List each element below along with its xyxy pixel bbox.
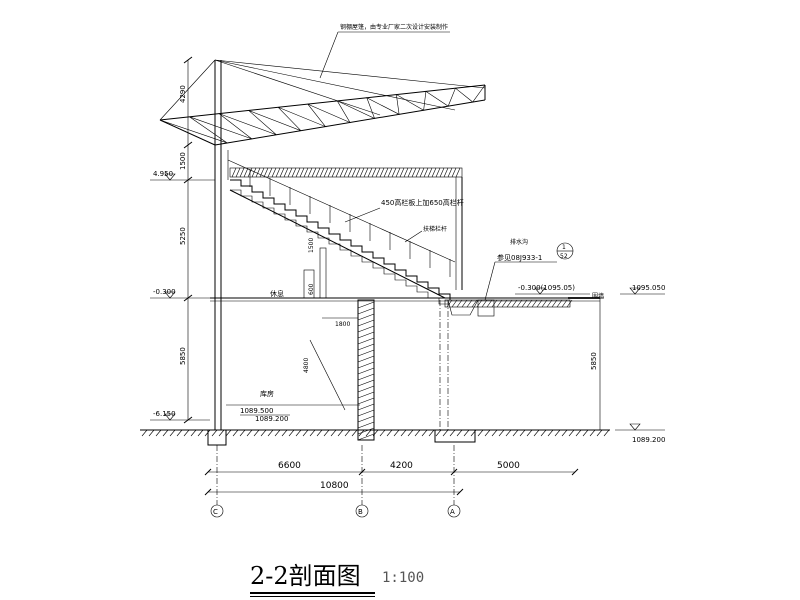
dims-bottom: 6600 4200 5000 10800 xyxy=(204,461,579,496)
grandstand: 450高栏板上加650高栏杆 扶梯栏杆 xyxy=(227,150,464,305)
drain-ref: 参见08J933-1 xyxy=(497,253,542,262)
canopy-note-text: 钢棚屋篷，由专业厂家二次设计安装制作 xyxy=(340,23,448,31)
dim-4290: 4290 xyxy=(179,85,187,103)
drawing-title: 2-2剖面图 xyxy=(250,562,361,590)
dim-4200: 4200 xyxy=(390,461,413,471)
room-upper: 休息 xyxy=(270,289,284,298)
dim-6600: 6600 xyxy=(278,461,301,471)
elev-4950: 4.950 xyxy=(153,170,173,178)
canopy-truss xyxy=(159,59,486,430)
svg-text:600: 600 xyxy=(308,283,315,295)
wall-label: 围墙 xyxy=(592,292,604,300)
axis-c: C xyxy=(213,508,218,516)
elevations-right: -0.300(1095.05) 围墙 1095.050 1089.200 585… xyxy=(515,284,665,444)
title-underline-thin xyxy=(250,596,375,597)
elev-0300: -0.300 xyxy=(153,288,176,296)
axis-b: B xyxy=(358,508,363,516)
axis-markers: C B A xyxy=(210,445,461,518)
canopy-note: 钢棚屋篷，由专业厂家二次设计安装制作 xyxy=(319,23,450,79)
dim-right-5850: 5850 xyxy=(590,352,598,370)
axis-a: A xyxy=(450,508,455,516)
handrail-note: 扶梯栏杆 xyxy=(423,225,447,233)
elev-1089200-right: 1089.200 xyxy=(632,436,665,444)
drain-detail-top: 1 xyxy=(562,244,566,251)
structure: 1800 xyxy=(140,247,610,446)
room-lower: 库房 xyxy=(260,389,274,398)
drain-label: 排水沟 xyxy=(510,238,528,246)
elev-1089200: 1089.200 xyxy=(255,415,288,423)
dim-5000: 5000 xyxy=(497,461,520,471)
dim-5250: 5250 xyxy=(179,227,187,245)
drain-note: 排水沟 1 52 参见08J933-1 xyxy=(484,238,574,301)
drain-detail-bottom: 52 xyxy=(560,253,568,260)
svg-text:4800: 4800 xyxy=(303,358,310,373)
dim-10800: 10800 xyxy=(320,481,349,491)
elev-ground-abs: -0.300(1095.05) xyxy=(518,284,575,292)
drawing-scale: 1:100 xyxy=(382,570,425,586)
dims-left: 4290 1500 5250 5850 xyxy=(179,56,193,424)
svg-text:1500: 1500 xyxy=(308,238,315,253)
svg-text:1800: 1800 xyxy=(335,321,350,328)
dim-1500: 1500 xyxy=(179,152,187,170)
elevations-left: 4.950 -0.300 -6.150 1089.500 1089.200 xyxy=(150,170,290,423)
elev-6150: -6.150 xyxy=(153,410,176,418)
railing-note: 450高栏板上加650高栏杆 xyxy=(381,198,464,207)
title-underline xyxy=(250,592,375,594)
elev-1095050: 1095.050 xyxy=(632,284,665,292)
elev-1089500: 1089.500 xyxy=(240,407,273,415)
dim-5850: 5850 xyxy=(179,347,187,365)
